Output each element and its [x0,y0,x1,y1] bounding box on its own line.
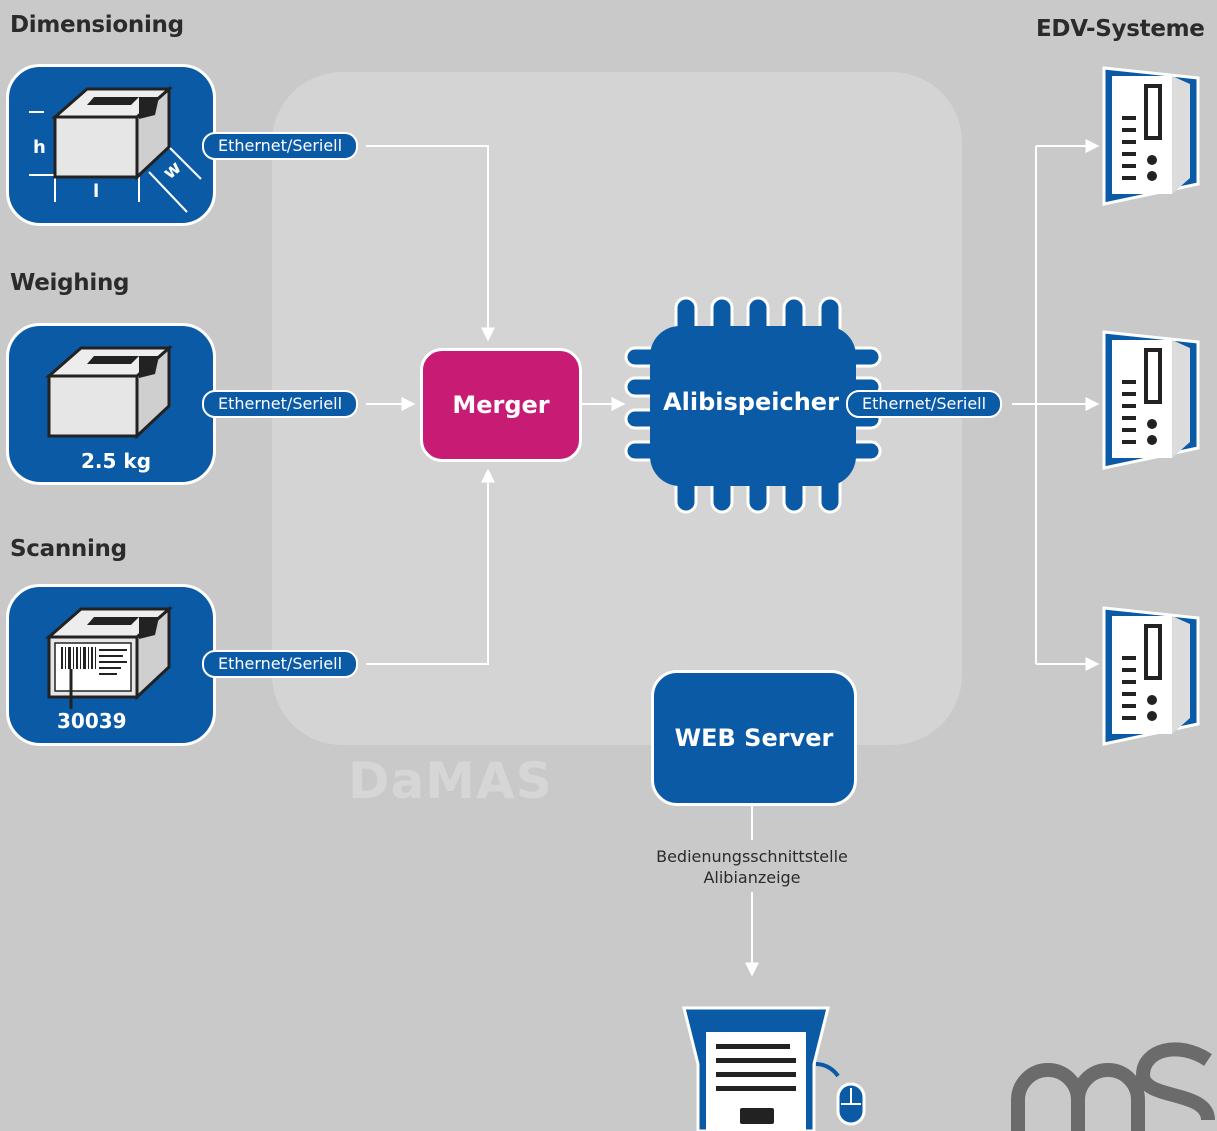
caption-line-1: Bedienungsschnittstelle [656,847,848,866]
merger-node: Merger [420,348,582,462]
alibispeicher-label: Alibispeicher [663,388,839,416]
box-barcode-icon [45,605,173,709]
chip-icon [624,296,882,514]
heading-scanning: Scanning [10,536,127,562]
height-label: h [33,137,46,158]
connector-alibi: Ethernet/Seriell [846,390,1003,418]
server-icon [1102,606,1200,746]
terminal-icon [682,1006,866,1131]
web-server-label: WEB Server [674,724,834,752]
length-label: l [93,181,100,202]
server-icon [1102,330,1200,470]
heading-edv-systeme: EDV-Systeme [1036,16,1205,42]
heading-weighing: Weighing [10,270,130,296]
merger-label: Merger [452,391,550,419]
weight-value: 2.5 kg [81,449,152,473]
heading-dimensioning: Dimensioning [10,12,184,38]
web-server-node: WEB Server [651,670,857,806]
connector-weighing: Ethernet/Seriell [202,390,359,418]
damas-label: DaMAS [348,752,553,810]
box-scale-icon [45,344,173,440]
connector-dimensioning: Ethernet/Seriell [202,132,359,160]
dimensioning-tile: h w l [6,64,216,226]
scanning-tile: 30039 [6,584,216,746]
caption-line-2: Alibianzeige [703,868,801,887]
scan-value: 30039 [57,709,127,733]
web-caption: Bedienungsschnittstelle Alibianzeige [620,846,884,888]
server-icon [1102,66,1200,206]
connector-scanning: Ethernet/Seriell [202,650,359,678]
weighing-tile: 2.5 kg [6,323,216,485]
logo-mark [1011,1042,1215,1131]
box-dimension-icon [29,85,202,213]
